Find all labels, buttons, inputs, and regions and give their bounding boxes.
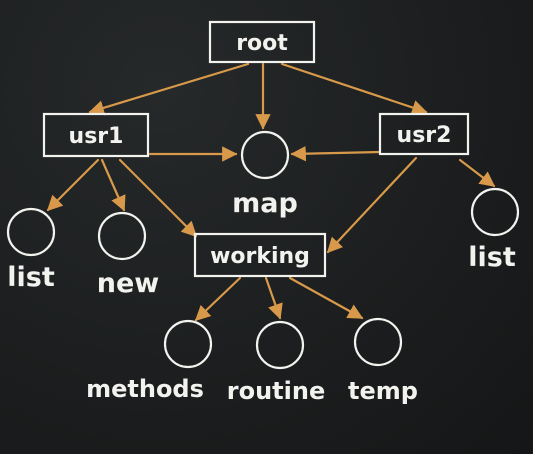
directory-box-usr2 <box>378 112 470 156</box>
file-label-list2: list <box>468 242 516 273</box>
edge-working-to-temp <box>288 276 364 320</box>
directory-label-root: root <box>236 31 288 56</box>
file-circle-methods <box>163 319 213 369</box>
file-circle-list2 <box>470 187 520 237</box>
file-label-list1: list <box>7 262 55 293</box>
nodes-layer <box>6 20 520 370</box>
edge-usr1-to-list1 <box>46 158 100 212</box>
file-label-new: new <box>97 268 159 299</box>
edge-working-to-methods <box>194 276 242 322</box>
edge-usr1-to-new <box>100 158 126 212</box>
file-label-map: map <box>232 188 298 219</box>
edge-usr1-to-working <box>118 158 198 238</box>
edge-usr2-to-map <box>290 145 382 162</box>
file-label-methods: methods <box>86 375 204 403</box>
file-circle-new <box>97 211 147 261</box>
file-circle-temp <box>353 317 403 367</box>
file-circle-list1 <box>6 207 56 257</box>
edge-working-to-routine <box>264 276 283 320</box>
file-circle-routine <box>255 320 305 370</box>
directory-box-usr1 <box>42 112 150 158</box>
directory-label-working: working <box>210 244 310 269</box>
directory-label-usr1: usr1 <box>69 124 124 149</box>
directory-box-working <box>193 232 327 278</box>
file-circle-map <box>240 130 290 180</box>
edges-layer <box>46 62 496 322</box>
directory-box-root <box>208 20 316 64</box>
file-label-temp: temp <box>348 377 418 405</box>
edge-root-to-usr2 <box>280 62 428 115</box>
file-label-routine: routine <box>227 377 325 405</box>
directory-label-usr2: usr2 <box>397 123 452 148</box>
labels-layer: root usr1 usr2 working map list new list methods… <box>7 31 516 405</box>
edge-usr2-to-list2 <box>458 158 496 188</box>
edge-usr2-to-working <box>326 156 418 254</box>
edge-root-to-usr1 <box>88 62 250 116</box>
